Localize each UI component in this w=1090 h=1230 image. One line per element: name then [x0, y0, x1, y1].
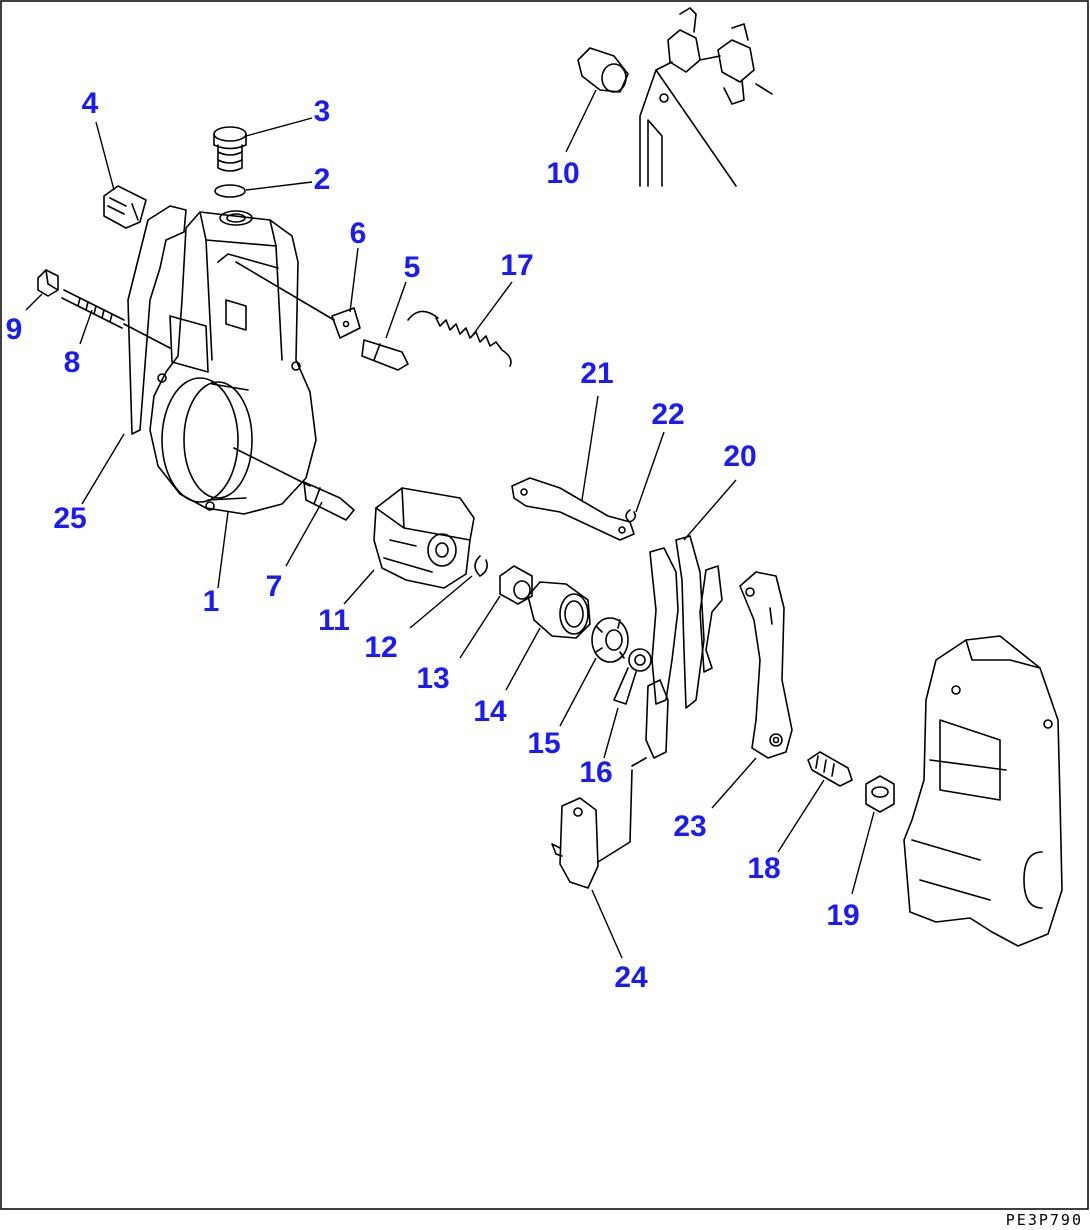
part-plug-side	[103, 185, 147, 229]
part-governor-case	[149, 210, 317, 515]
part-stud	[61, 289, 171, 349]
part-sleeve	[499, 565, 533, 605]
callout-20: 20	[723, 440, 756, 473]
callout-14: 14	[473, 695, 507, 728]
callout-19: 19	[826, 899, 859, 932]
part-spring	[407, 310, 512, 367]
callout-24: 24	[614, 961, 648, 994]
leader-lines	[25, 89, 875, 959]
callout-15: 15	[527, 727, 560, 760]
part-lever-assembly	[631, 535, 723, 767]
part-lever-a	[511, 477, 635, 541]
part-adjust-screw	[807, 751, 853, 787]
callout-13: 13	[416, 662, 449, 695]
callout-11: 11	[318, 604, 350, 637]
callout-10: 10	[546, 157, 579, 190]
callout-22: 22	[651, 398, 684, 431]
callout-labels: 1 2 3 4 5 6 7 8 9 10 11 12 13 14 15 16 1…	[6, 87, 860, 994]
callout-1: 1	[203, 585, 220, 618]
callout-12: 12	[364, 631, 397, 664]
part-pin-link	[613, 648, 652, 705]
callout-2: 2	[314, 163, 331, 196]
callout-8: 8	[64, 346, 81, 379]
part-snap-ring	[474, 555, 488, 577]
part-flyweight-holder	[373, 487, 475, 589]
callout-9: 9	[6, 313, 23, 346]
callout-21: 21	[580, 357, 613, 390]
part-lever-b	[739, 571, 793, 759]
part-bearing	[591, 617, 629, 663]
part-bolt-a	[361, 339, 409, 371]
part-bolt-b	[233, 447, 355, 521]
part-nut-small	[37, 269, 59, 297]
part-gasket	[127, 205, 187, 435]
callout-17: 17	[500, 249, 533, 282]
part-sleeve-bearing	[527, 581, 591, 639]
drawing-code: PE3P790	[1006, 1211, 1083, 1229]
callout-23: 23	[673, 810, 706, 843]
callout-6: 6	[350, 217, 367, 250]
callout-5: 5	[404, 251, 421, 284]
part-governor-cover	[903, 635, 1063, 947]
part-pump-fragment	[639, 7, 773, 187]
part-link-block	[551, 769, 633, 889]
callout-25: 25	[53, 502, 86, 535]
part-clip	[625, 509, 637, 523]
part-o-ring	[214, 184, 246, 198]
callout-18: 18	[747, 852, 780, 885]
part-cap	[577, 47, 629, 93]
callout-16: 16	[579, 756, 612, 789]
callout-4: 4	[82, 87, 99, 120]
part-nut-large	[865, 775, 895, 813]
part-plug	[213, 126, 247, 172]
part-plate	[235, 261, 361, 339]
callout-3: 3	[314, 95, 331, 128]
callout-7: 7	[266, 570, 283, 603]
